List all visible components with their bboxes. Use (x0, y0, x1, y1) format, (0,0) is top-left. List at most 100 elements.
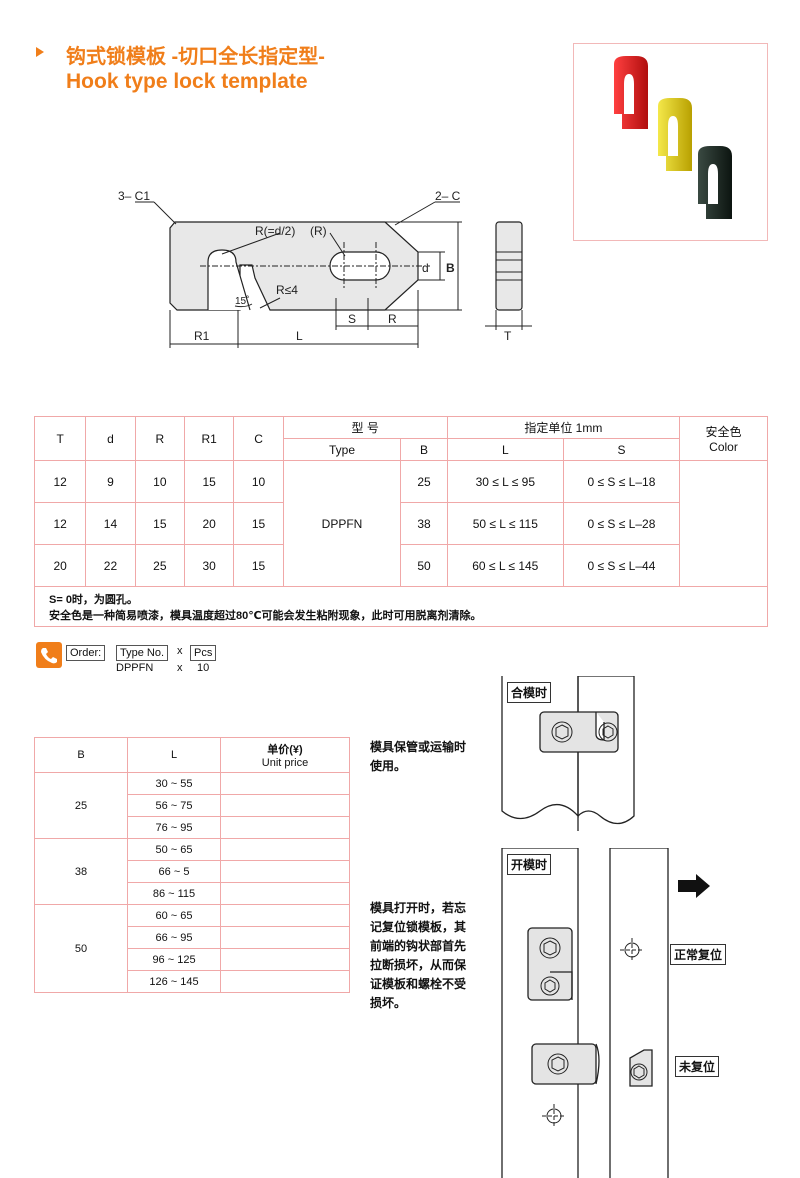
cell-price (220, 970, 350, 993)
cell-r: 15 (134, 502, 186, 545)
note-1: S= 0时，为圆孔。 (49, 593, 138, 606)
open-text-line: 损坏。 (370, 996, 407, 1010)
cell-r: 25 (134, 544, 186, 587)
cell-l: 30 ~ 55 (127, 772, 221, 795)
header-b: B (400, 438, 448, 461)
normal-reset-label: 正常复位 (670, 944, 727, 965)
cell-price (220, 816, 350, 839)
product-photo (573, 43, 768, 241)
cell-c: 15 (233, 502, 284, 545)
order-x: x (177, 645, 183, 657)
cell-type: DPPFN (282, 460, 402, 587)
cell-l: 126 ~ 145 (127, 970, 221, 993)
label-t: T (504, 329, 512, 343)
header-r1: R1 (183, 416, 235, 461)
cell-s: 0 ≤ S ≤ L–18 (562, 460, 681, 503)
title-chinese: 钩式锁模板 -切口全长指定型- (66, 46, 325, 68)
closed-description: 模具保管或运输时 使用。 (370, 738, 466, 776)
label-3c1: 3– C1 (118, 189, 150, 203)
price-header-l: L (127, 737, 221, 773)
cell-t: 12 (33, 460, 87, 503)
label-s: S (348, 312, 356, 326)
header-l: L (446, 438, 564, 461)
header-color-en: Color (709, 440, 738, 454)
label-15deg: 15˚ (235, 295, 249, 307)
header-s: S (562, 438, 681, 461)
closed-text-line: 使用。 (370, 759, 407, 773)
open-text-line: 证模板和螺栓不受 (370, 977, 467, 991)
open-text-line: 记复位锁模板，其 (370, 920, 467, 934)
title-english: Hook type lock template (66, 70, 308, 93)
label-r: (R) (310, 224, 327, 238)
cell-r: 10 (134, 460, 186, 503)
cell-l: 96 ~ 125 (127, 948, 221, 971)
cell-l: 60 ≤ L ≤ 145 (446, 544, 564, 587)
header-unit: 指定单位 1mm (446, 416, 681, 439)
order-example-x: x (177, 662, 183, 674)
cell-l: 76 ~ 95 (127, 816, 221, 839)
cell-b: 50 (34, 904, 128, 993)
cell-price (220, 904, 350, 927)
cell-l: 30 ≤ L ≤ 95 (446, 460, 564, 503)
cell-l: 56 ~ 75 (127, 794, 221, 817)
price-header-b: B (34, 737, 128, 773)
cell-r1: 20 (183, 502, 235, 545)
cell-l: 66 ~ 5 (127, 860, 221, 883)
label-2c: 2– C (435, 189, 461, 203)
order-example-type: DPPFN (116, 662, 154, 674)
open-text-line: 前端的钩状部首先 (370, 939, 467, 953)
cell-b: 38 (400, 502, 448, 545)
technical-drawing: 3– C1 2– C R(=d/2) (R) d B 15˚ R≤4 R1 L … (118, 189, 532, 348)
label-b: B (446, 261, 455, 275)
cell-b: 25 (400, 460, 448, 503)
cell-s: 0 ≤ S ≤ L–28 (562, 502, 681, 545)
cell-price (220, 882, 350, 905)
cell-b: 38 (34, 838, 128, 905)
price-header-price: 单价(¥)Unit price (220, 737, 350, 773)
cell-price (220, 860, 350, 883)
arrow-right-icon (678, 874, 710, 898)
table-row: 12 9 10 15 10 DPPFN 25 30 ≤ L ≤ 95 0 ≤ S… (33, 460, 768, 587)
closed-mold-diagram (501, 676, 635, 831)
header-r: R (134, 416, 186, 461)
cell-c: 15 (233, 544, 284, 587)
cell-r1: 30 (183, 544, 235, 587)
open-text-line: 拉断损坏，从而保 (370, 958, 467, 972)
not-reset-label: 未复位 (675, 1056, 720, 1077)
table-row: 12 14 15 20 15 38 50 ≤ L ≤ 115 0 ≤ S ≤ L… (33, 502, 768, 545)
order-example-qty: 10 (197, 662, 210, 674)
cell-l: 60 ~ 65 (127, 904, 221, 927)
phone-icon (36, 642, 62, 668)
cell-price (220, 772, 350, 795)
label-r1: R1 (194, 329, 210, 343)
table-row: 66 ~ 95 (35, 926, 350, 949)
cell-price (220, 794, 350, 817)
open-mold-diagram (501, 848, 710, 1178)
notes-cell: S= 0时，为圆孔。 安全色是一种简易喷漆，模具温度超过80℃可能会发生粘附现象… (34, 586, 768, 627)
closed-label: 合模时 (507, 682, 552, 703)
table-row: 126 ~ 145 (35, 970, 350, 993)
cell-s: 0 ≤ S ≤ L–44 (562, 544, 681, 587)
table-row: 96 ~ 125 (35, 948, 350, 971)
order-type-no: Type No. (116, 645, 169, 661)
header-c: C (233, 416, 284, 461)
hook-plates-illustration (614, 56, 732, 219)
cell-l: 86 ~ 115 (127, 882, 221, 905)
cell-color (679, 460, 768, 587)
label-r4: R≤4 (276, 283, 298, 297)
cell-b: 25 (34, 772, 128, 839)
cell-t: 12 (33, 502, 87, 545)
price-header-en: Unit price (261, 757, 309, 769)
cell-l: 50 ~ 65 (127, 838, 221, 861)
title-bullet-icon (36, 47, 44, 57)
header-t: T (33, 416, 87, 461)
cell-d: 22 (85, 544, 136, 587)
closed-text-line: 模具保管或运输时 (370, 740, 467, 754)
order-pcs: Pcs (190, 645, 217, 661)
